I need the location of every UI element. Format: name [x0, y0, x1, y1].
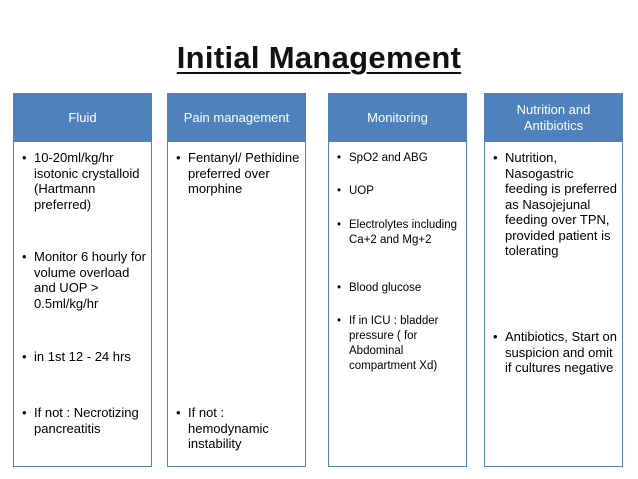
bullet-icon: •: [22, 150, 27, 165]
list-item: • SpO2 and ABG: [337, 152, 428, 164]
column-header-fluid: Fluid: [13, 93, 152, 142]
list-item: • If not : hemodynamic instability: [176, 405, 269, 451]
list-item: • Fentanyl/ Pethidine preferred over mor…: [176, 150, 300, 196]
column-header-pain-management: Pain management: [167, 93, 306, 142]
page-title: Initial Management: [176, 40, 462, 75]
column-header-monitoring: Monitoring: [328, 93, 467, 142]
bullet-icon: •: [22, 349, 27, 364]
list-item: • Blood glucose: [337, 282, 422, 294]
bullet-icon: •: [176, 150, 181, 165]
column-body-fluid: • 10-20ml/kg/hr isotonic crystalloid (Ha…: [13, 142, 152, 467]
bullet-icon: •: [337, 152, 342, 164]
list-item: • 10-20ml/kg/hr isotonic crystalloid (Ha…: [22, 150, 140, 212]
list-item: • Electrolytes including Ca+2 and Mg+2: [337, 219, 458, 246]
bullet-icon: •: [337, 219, 342, 231]
list-item: • Antibiotics, Start on suspicion and om…: [493, 329, 617, 375]
list-item: • If not : Necrotizing pancreatitis: [22, 405, 139, 436]
bullet-icon: •: [176, 405, 181, 420]
column-nutrition-antibiotics: Nutrition and Antibiotics • Nutrition, N…: [484, 93, 623, 467]
column-monitoring: Monitoring • SpO2 and ABG • UOP • Electr…: [328, 93, 467, 467]
list-item: • in 1st 12 - 24 hrs: [22, 349, 131, 364]
bullet-icon: •: [337, 185, 342, 197]
list-item: • Monitor 6 hourly for volume overload a…: [22, 249, 146, 311]
list-item: • UOP: [337, 185, 374, 197]
list-item: • Nutrition, Nasogastric feeding is pref…: [493, 150, 618, 258]
bullet-icon: •: [337, 315, 342, 327]
column-body-pain-management: • Fentanyl/ Pethidine preferred over mor…: [167, 142, 306, 467]
column-fluid: Fluid • 10-20ml/kg/hr isotonic crystallo…: [13, 93, 152, 467]
bullet-icon: •: [22, 405, 27, 420]
column-pain-management: Pain management • Fentanyl/ Pethidine pr…: [167, 93, 306, 467]
column-body-monitoring: • SpO2 and ABG • UOP • Electrolytes incl…: [328, 142, 467, 467]
bullet-icon: •: [22, 249, 27, 264]
bullet-icon: •: [493, 329, 498, 344]
bullet-icon: •: [337, 282, 342, 294]
column-body-nutrition-antibiotics: • Nutrition, Nasogastric feeding is pref…: [484, 142, 623, 467]
list-item: • If in ICU : bladder pressure ( for Abd…: [337, 315, 439, 372]
bullet-icon: •: [493, 150, 498, 165]
column-header-nutrition-antibiotics: Nutrition and Antibiotics: [484, 93, 623, 142]
